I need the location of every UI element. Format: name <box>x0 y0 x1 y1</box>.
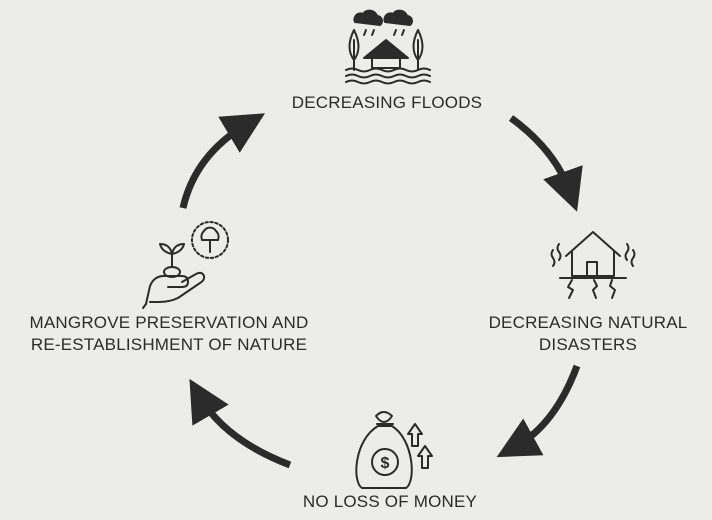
house-earthquake-icon <box>550 231 636 299</box>
flooded-house-rain-icon <box>345 9 431 85</box>
node-label-line: DECREASING FLOODS <box>291 93 483 112</box>
arrow-floods-to-disasters <box>508 115 583 212</box>
node-label-decreasing-floods: DECREASING FLOODS <box>262 92 512 114</box>
arrow-disasters-to-money <box>496 364 581 458</box>
hand-sprout-tree-icon <box>142 221 229 309</box>
svg-text:$: $ <box>381 455 390 472</box>
node-label-mangrove-preservation: MANGROVE PRESERVATION AND RE-ESTABLISHME… <box>4 312 334 356</box>
node-label-no-loss-of-money: NO LOSS OF MONEY <box>270 491 510 513</box>
arrow-money-to-mangrove <box>189 378 292 469</box>
node-label-line: MANGROVE PRESERVATION AND <box>29 313 309 332</box>
node-label-line: DISASTERS <box>538 335 638 354</box>
node-label-line: DECREASING NATURAL <box>488 313 688 332</box>
money-bag-arrows-icon: $ <box>355 411 433 489</box>
arrow-mangrove-to-floods <box>179 113 266 209</box>
node-label-line: RE-ESTABLISHMENT OF NATURE <box>30 335 308 354</box>
node-label-line: NO LOSS OF MONEY <box>302 492 478 511</box>
node-label-decreasing-natural-disasters: DECREASING NATURAL DISASTERS <box>470 312 706 356</box>
